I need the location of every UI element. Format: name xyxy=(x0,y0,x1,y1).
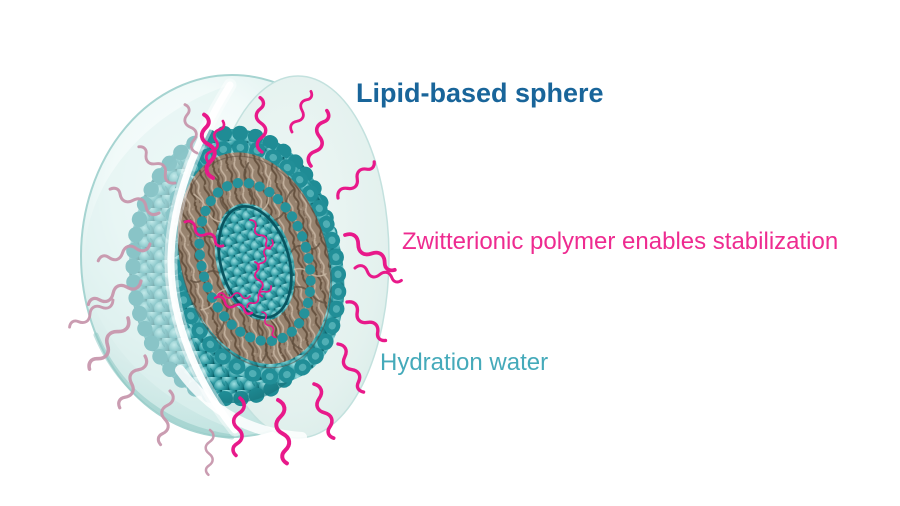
inner-head-ring xyxy=(194,177,316,347)
label-zwitterionic-polymer: Zwitterionic polymer enables stabilizati… xyxy=(402,228,839,255)
shell-front-overlay xyxy=(85,85,235,430)
page-title: Lipid-based sphere xyxy=(356,78,604,108)
label-hydration-water: Hydration water xyxy=(380,349,549,376)
cross-section xyxy=(163,139,347,385)
